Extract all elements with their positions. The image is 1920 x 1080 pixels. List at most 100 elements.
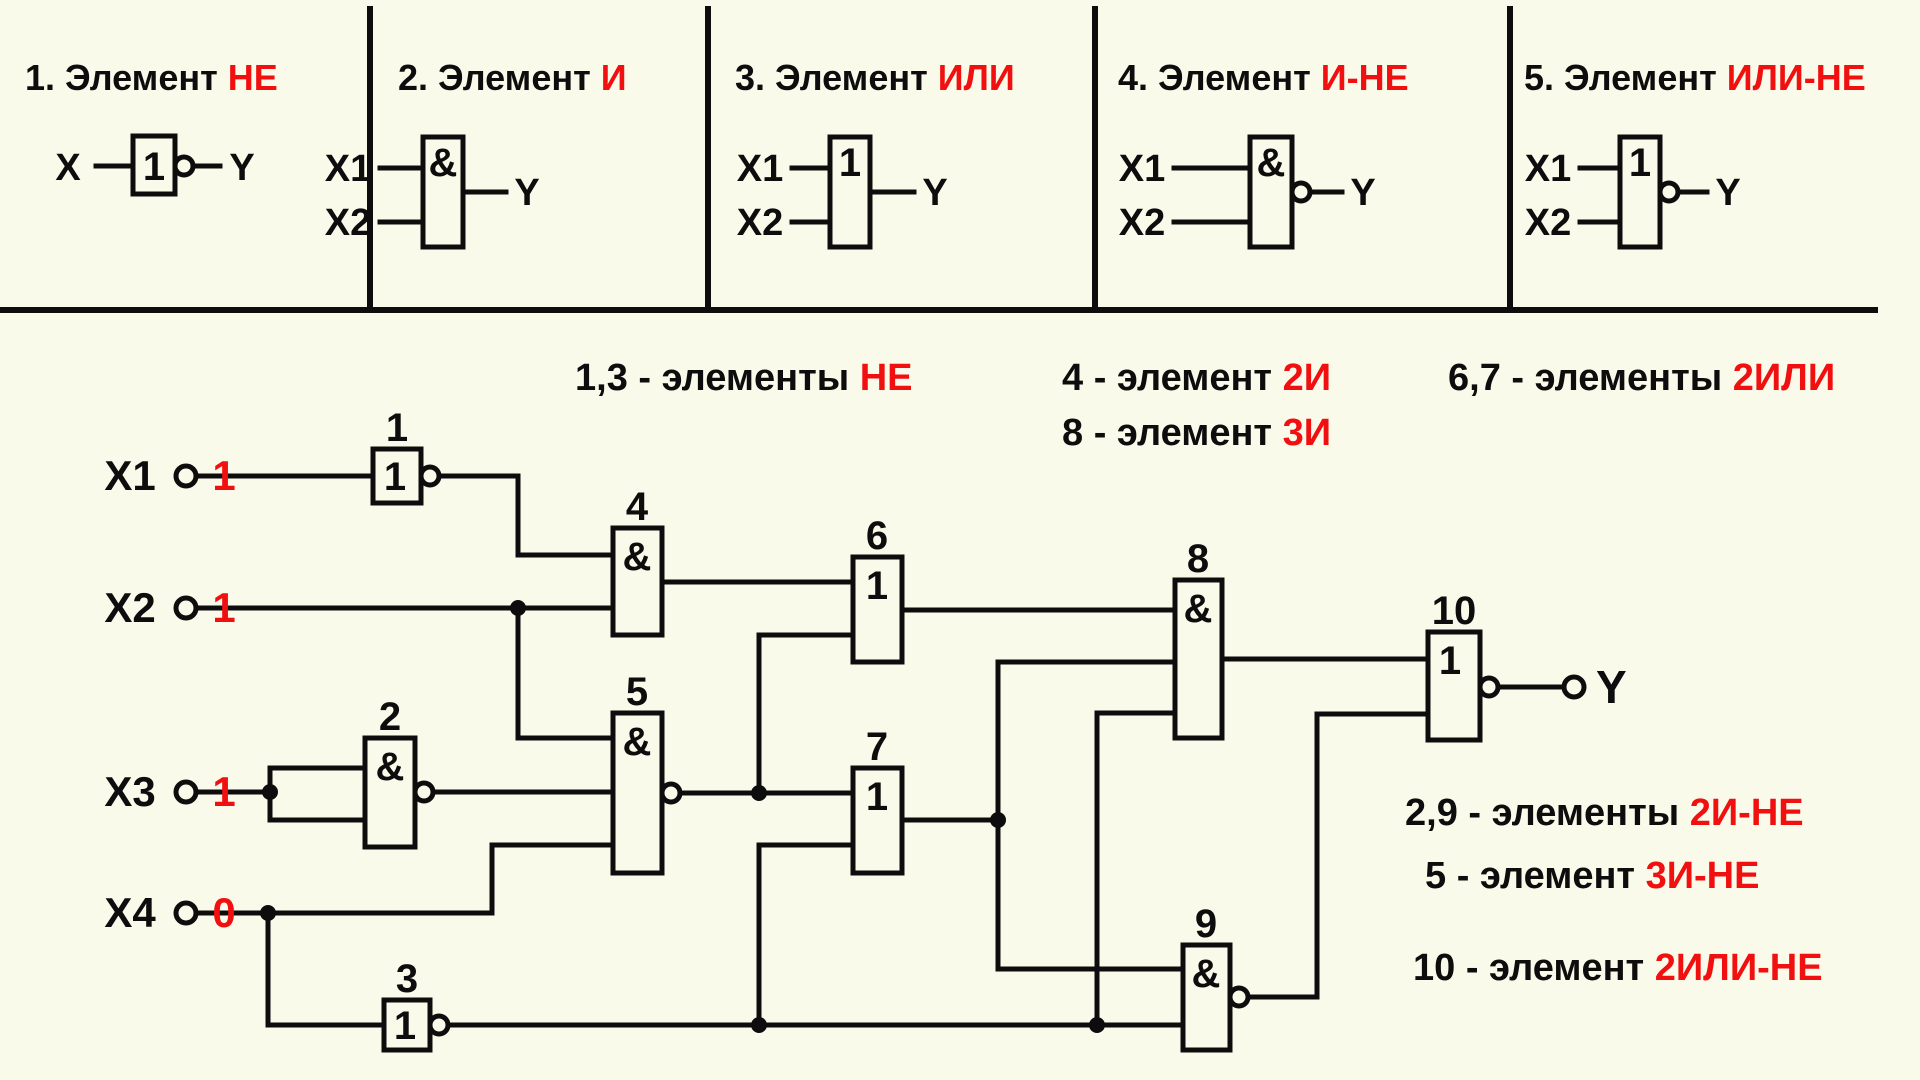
input-label-x2: X2: [104, 584, 155, 631]
gate-box: [420, 134, 466, 250]
gate-box: [1172, 577, 1225, 741]
gate-number: 2: [379, 695, 401, 739]
gate-symbol: 1: [866, 564, 888, 608]
input-label: X2: [737, 202, 783, 244]
annotation: 6,7 - элементы 2ИЛИ: [1448, 357, 1835, 399]
gate-symbol: 1: [839, 141, 861, 185]
gate-5: 5 &: [610, 670, 683, 876]
panel-title: 1. Элемент НЕ: [25, 57, 278, 98]
gate-7: 7 1: [850, 725, 905, 876]
gate-symbol: 1: [866, 775, 888, 819]
gate-number: 3: [396, 957, 418, 1001]
annotation: 10 - элемент 2ИЛИ-НЕ: [1413, 947, 1823, 989]
junction-dot: [260, 905, 276, 921]
inversion-bubble-icon: [418, 464, 442, 488]
circuit-wires: [193, 473, 1566, 1033]
junction-dot: [510, 600, 526, 616]
output-terminal-icon: [1561, 674, 1587, 700]
gate-symbol: 1: [384, 455, 406, 499]
input-terminal-icon: [173, 463, 199, 489]
wire-x2-branch: [515, 605, 616, 741]
wire: [1171, 165, 1345, 225]
input-value-x3: 1: [212, 768, 235, 815]
legend-panel-nor: 5. Элемент ИЛИ-НЕ X1 X2 1 Y: [1524, 57, 1866, 250]
inversion-bubble-icon: [1227, 985, 1251, 1009]
gate-symbol: &: [1257, 141, 1286, 185]
junction-dot: [1089, 1017, 1105, 1033]
input-label: X1: [1525, 148, 1571, 190]
gate-box: [610, 525, 665, 638]
gate-number: 10: [1432, 589, 1477, 633]
input-label: X1: [1119, 148, 1165, 190]
input-label: X1: [325, 148, 371, 190]
input-label: X2: [1119, 202, 1165, 244]
wire-g3-branch-g7: [756, 842, 856, 1028]
gate-symbol: &: [429, 141, 458, 185]
annotation: 8 - элемент 3И: [1062, 412, 1331, 454]
inversion-bubble-icon: [412, 780, 436, 804]
gate-number: 6: [866, 514, 888, 558]
legend-panel-not: 1. Элемент НЕ X 1 Y: [25, 57, 278, 197]
gate-2: 2 &: [362, 695, 436, 850]
wire-x4: [193, 842, 616, 916]
inversion-bubble-icon: [427, 1013, 451, 1037]
inversion-bubble-icon: [1657, 180, 1681, 204]
input-label: X: [55, 147, 81, 189]
wire-g7-out: [899, 659, 1186, 972]
input-terminal-icon: [173, 900, 199, 926]
input-terminal-icon: [173, 595, 199, 621]
annotation: 4 - элемент 2И: [1062, 357, 1331, 399]
gate-box: [850, 554, 905, 665]
junction-dot: [990, 812, 1006, 828]
annotation: 1,3 - элементы НЕ: [575, 357, 913, 399]
gate-1: 1 1: [370, 406, 442, 506]
annotation: 2,9 - элементы 2И-НЕ: [1405, 792, 1804, 834]
legend-panel-nand: 4. Элемент И-НЕ X1 X2 & Y: [1118, 57, 1409, 250]
wire-x3-fork: [267, 765, 368, 823]
gate-8: 8 &: [1172, 537, 1225, 741]
output-label: Y: [1715, 172, 1740, 214]
output-label: Y: [229, 147, 254, 189]
annotations-middle: 1,3 - элементы НЕ 4 - элемент 2И 8 - эле…: [575, 357, 1835, 454]
inversion-bubble-icon: [1477, 675, 1501, 699]
gate-box: [827, 134, 873, 250]
inversion-bubble-icon: [1289, 180, 1313, 204]
input-label-x1: X1: [104, 452, 155, 499]
input-value-x2: 1: [212, 584, 235, 631]
wire-g3-branch-g8: [1094, 710, 1178, 1028]
gate-symbol: &: [623, 720, 652, 764]
input-value-x1: 1: [212, 452, 235, 499]
wire-g1-out: [436, 473, 616, 558]
inversion-bubble-icon: [659, 781, 683, 805]
legend-panel-or: 3. Элемент ИЛИ X1 X2 1 Y: [735, 57, 1015, 250]
gate-number: 7: [866, 725, 888, 769]
circuit-output: Y: [1561, 661, 1627, 713]
wire-x4-branch: [265, 910, 387, 1028]
panel-title: 5. Элемент ИЛИ-НЕ: [1524, 57, 1866, 98]
gate-4: 4 &: [610, 485, 665, 638]
junction-dot: [751, 1017, 767, 1033]
gate-number: 9: [1195, 902, 1217, 946]
gate-symbol: 1: [143, 145, 165, 189]
output-label: Y: [1350, 172, 1375, 214]
gate-6: 6 1: [850, 514, 905, 665]
gate-9: 9 &: [1180, 902, 1251, 1053]
gate-number: 4: [626, 485, 649, 529]
wire: [377, 165, 509, 225]
gate-symbol: 1: [1629, 141, 1651, 185]
output-label: Y: [922, 172, 947, 214]
gate-10: 10 1: [1425, 589, 1501, 743]
wire-g9-out: [1245, 711, 1431, 1000]
gate-symbol: &: [376, 745, 405, 789]
junction-dot: [751, 785, 767, 801]
wire: [1577, 165, 1710, 225]
input-label-x4: X4: [104, 889, 156, 936]
inversion-bubble-icon: [172, 154, 196, 178]
gate-number: 1: [386, 406, 408, 450]
gate-symbol: &: [623, 535, 652, 579]
input-label: X2: [325, 202, 371, 244]
gate-symbol: 1: [394, 1004, 416, 1048]
junction-dot: [262, 784, 278, 800]
panel-title: 4. Элемент И-НЕ: [1118, 57, 1409, 98]
